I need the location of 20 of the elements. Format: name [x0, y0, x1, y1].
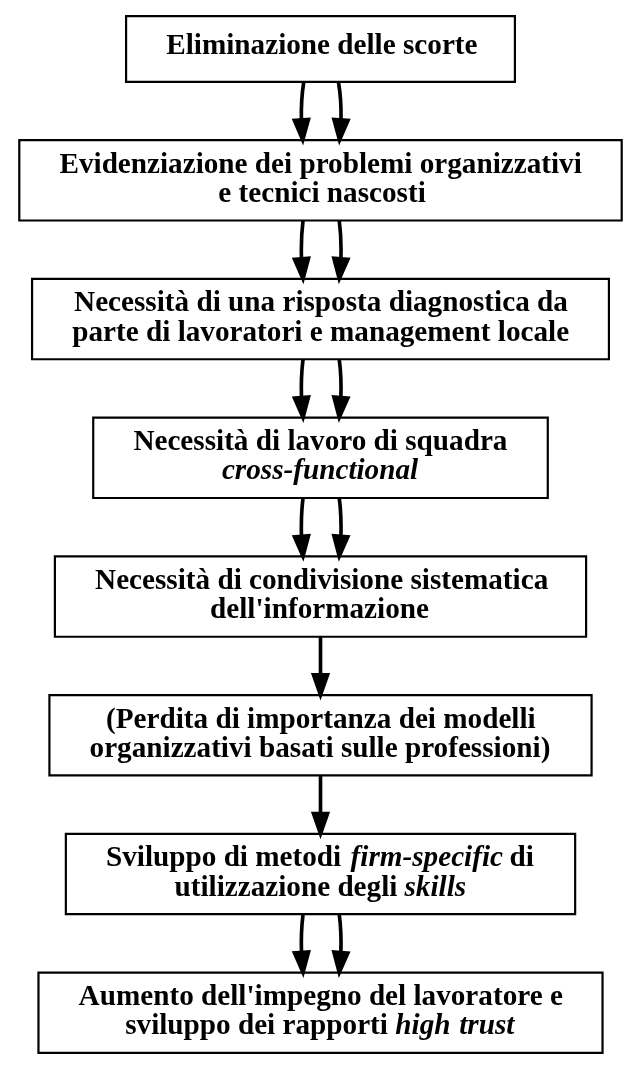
arrow: [331, 359, 351, 424]
node-box: Aumento dell'impegno del lavoratore e sviluppo dei rapporti high trust: [37, 971, 604, 1055]
node-box: Eliminazione delle scorte: [125, 14, 516, 83]
arrow: [331, 497, 351, 562]
node-box: Necessità di lavoro di squadra cross-functional: [92, 416, 549, 500]
arrow: [331, 914, 351, 978]
arrow: [291, 82, 311, 146]
node-box: Sviluppo di metodi firm-specific di utilizzazione degli skills: [64, 832, 577, 916]
node-box: Necessità di condivisione sistematica dell'informazione: [53, 555, 588, 638]
arrow: [291, 497, 311, 562]
node-box: (Perdita di importanza dei modelli organizzativi basati sulle professioni): [48, 694, 593, 777]
arrow: [331, 82, 351, 146]
arrow: [291, 220, 311, 285]
node-box: Evidenziazione dei problemi organizzativi e tecnici nascosti: [18, 139, 623, 222]
arrow: [310, 636, 331, 701]
arrow: [310, 775, 331, 840]
arrow: [291, 914, 311, 978]
arrow: [331, 220, 351, 285]
arrow: [291, 359, 311, 424]
node-box: Necessità di una risposta diagnostica da parte di lavoratori e management locale: [31, 277, 610, 361]
